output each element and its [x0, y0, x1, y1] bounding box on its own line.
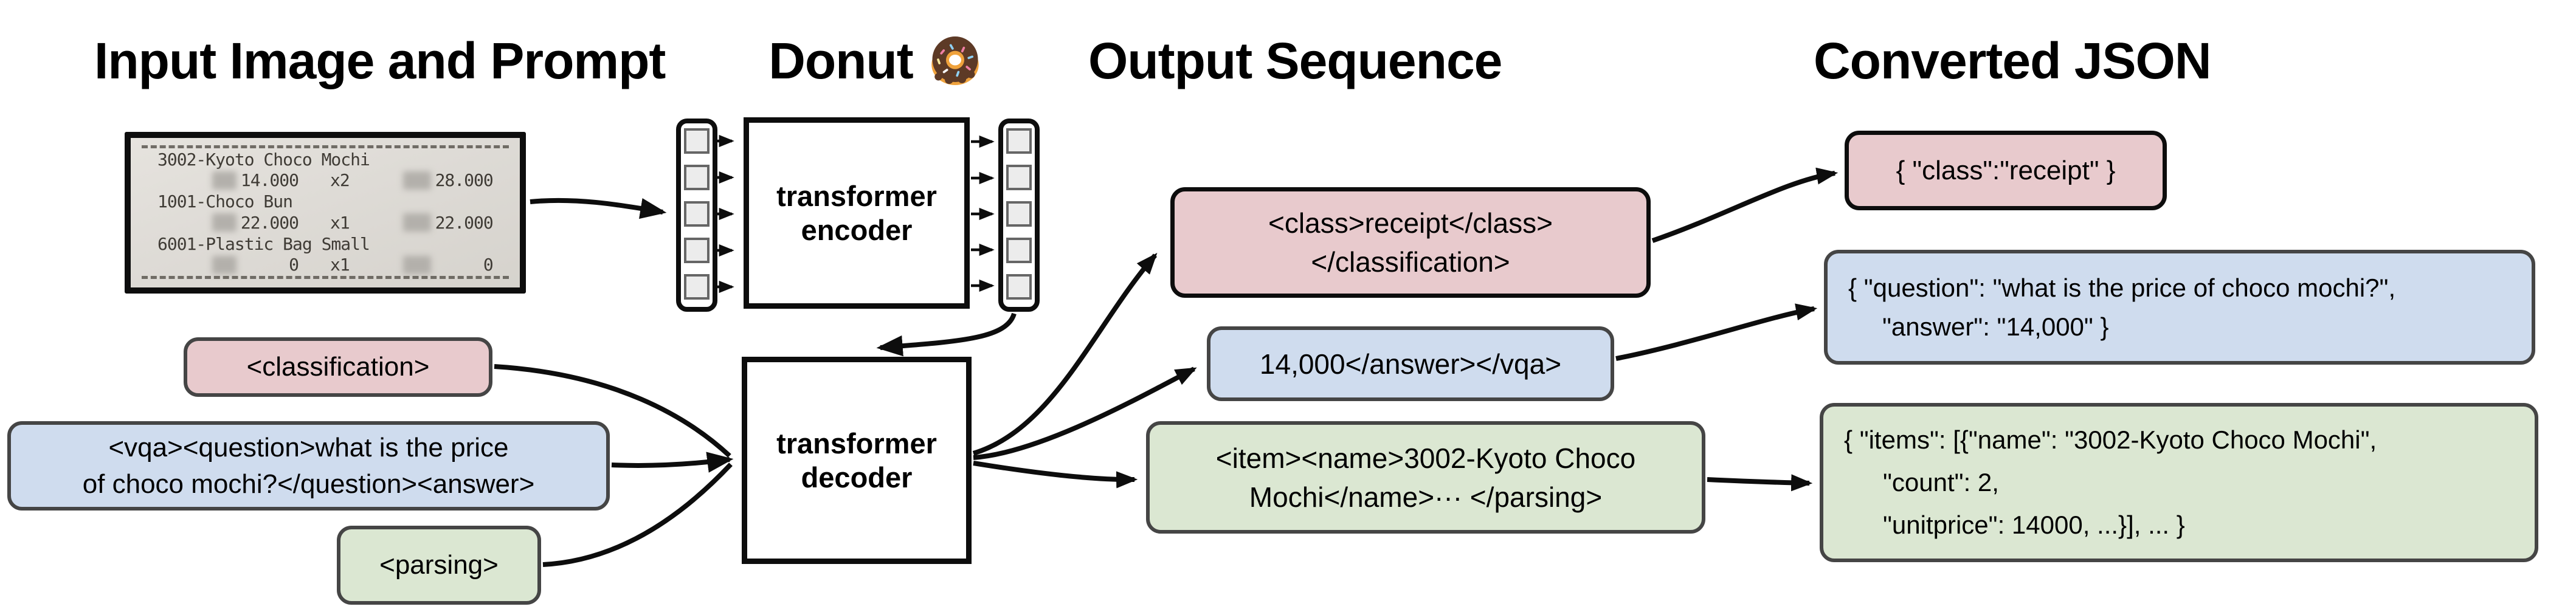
donut-icon — [931, 36, 979, 85]
arrow-vqa-output-to-json — [1615, 303, 1818, 361]
classification-json-box: { "class":"receipt" } — [1845, 131, 2167, 210]
vqa-prompt-line2: of choco mochi?</question><answer> — [82, 469, 535, 499]
arrow-embeddings-to-decoder — [876, 312, 1017, 357]
vqa-json-line1: { "question": "what is the price of choc… — [1848, 273, 2396, 302]
embedding-token — [1006, 165, 1032, 190]
arrow-decoder-to-classification-output — [972, 253, 1158, 456]
embedding-token — [1006, 238, 1032, 263]
receipt-item-name: 3002-Kyoto Choco Mochi — [157, 149, 370, 170]
embedding-token — [1006, 274, 1032, 300]
redacted-blur — [402, 255, 431, 274]
model-section-heading: Donut — [705, 33, 1046, 88]
arrow-classification-output-to-json — [1651, 167, 1839, 243]
receipt-item-name: 1001-Choco Bun — [157, 191, 293, 212]
embedding-token — [1006, 128, 1032, 154]
receipt-item-name: 6001-Plastic Bag Small — [157, 233, 370, 254]
classification-output-line2: </classification> — [1311, 246, 1510, 278]
parsing-json-line3: "unitprice": 14000, ...}], ... } — [1883, 511, 2185, 539]
parsing-json-line2: "count": 2, — [1883, 468, 1999, 497]
redacted-blur — [212, 213, 237, 232]
parsing-output-box: <item><name>3002-Kyoto Choco Mochi</name… — [1146, 421, 1705, 534]
parsing-prompt-text: <parsing> — [379, 550, 499, 580]
parsing-prompt-box: <parsing> — [337, 526, 541, 605]
redacted-blur — [402, 171, 431, 190]
decoder-label-line2: decoder — [801, 461, 913, 493]
receipt-separator — [142, 145, 509, 148]
receipt-item-amounts: 22.000 x1 22.000 — [142, 213, 509, 233]
receipt-image: 3002-Kyoto Choco Mochi 14.000 x2 28.000 … — [125, 132, 526, 294]
classification-json-text: { "class":"receipt" } — [1896, 155, 2116, 185]
classification-prompt-box: <classification> — [184, 337, 492, 397]
encoder-label-line1: transformer — [776, 179, 937, 212]
encoder-label-line2: encoder — [801, 213, 913, 246]
transformer-encoder-box: transformer encoder — [744, 117, 970, 309]
model-heading-label: Donut — [768, 32, 914, 89]
vqa-json-box: { "question": "what is the price of choc… — [1824, 250, 2535, 365]
vqa-output-box: 14,000</answer></vqa> — [1207, 326, 1614, 401]
redacted-blur — [402, 213, 431, 232]
arrow-receipt-to-patches — [530, 198, 667, 219]
vqa-prompt-line1: <vqa><question>what is the price — [108, 432, 509, 462]
arrow-classification-prompt-to-decoder — [494, 364, 731, 458]
arrow-vqa-prompt-to-decoder — [611, 452, 734, 473]
json-section-heading: Converted JSON — [1814, 32, 2212, 89]
parsing-output-line2: Mochi</name>··· </parsing> — [1249, 481, 1603, 513]
patch-token — [684, 238, 710, 263]
parsing-json-line1: { "items": [{"name": "3002-Kyoto Choco M… — [1844, 425, 2377, 454]
receipt-item-amounts: 14.000 x2 28.000 — [142, 170, 509, 190]
redacted-blur — [212, 255, 237, 274]
classification-prompt-text: <classification> — [246, 352, 430, 382]
vqa-json-line2: "answer": "14,000" } — [1882, 312, 2109, 341]
output-section-heading: Output Sequence — [1088, 32, 1502, 89]
patch-token — [684, 128, 710, 154]
decoder-label-line1: transformer — [776, 427, 937, 459]
arrow-decoder-to-vqa-output — [973, 366, 1197, 460]
arrow-parsing-output-to-json — [1707, 474, 1813, 492]
input-section-heading: Input Image and Prompt — [94, 32, 666, 89]
transformer-decoder-box: transformer decoder — [742, 357, 972, 564]
embedding-token — [1006, 201, 1032, 227]
parsing-json-box: { "items": [{"name": "3002-Kyoto Choco M… — [1820, 403, 2538, 562]
embedding-token-column — [998, 119, 1040, 312]
arrow-decoder-to-parsing-output — [973, 461, 1138, 489]
patch-token — [684, 274, 710, 300]
vqa-prompt-box: <vqa><question>what is the price of choc… — [7, 421, 610, 511]
patch-token — [684, 201, 710, 227]
arrow-parsing-prompt-to-decoder — [542, 462, 733, 567]
classification-output-box: <class>receipt</class> </classification> — [1170, 187, 1651, 298]
classification-output-line1: <class>receipt</class> — [1268, 207, 1553, 239]
redacted-blur — [212, 171, 237, 190]
patch-token-column — [676, 119, 717, 312]
receipt-separator — [142, 275, 509, 279]
receipt-item-amounts: 0 x1 0 — [142, 255, 509, 275]
vqa-output-text: 14,000</answer></vqa> — [1259, 348, 1562, 380]
parsing-output-line1: <item><name>3002-Kyoto Choco — [1215, 442, 1636, 474]
patch-token — [684, 165, 710, 190]
